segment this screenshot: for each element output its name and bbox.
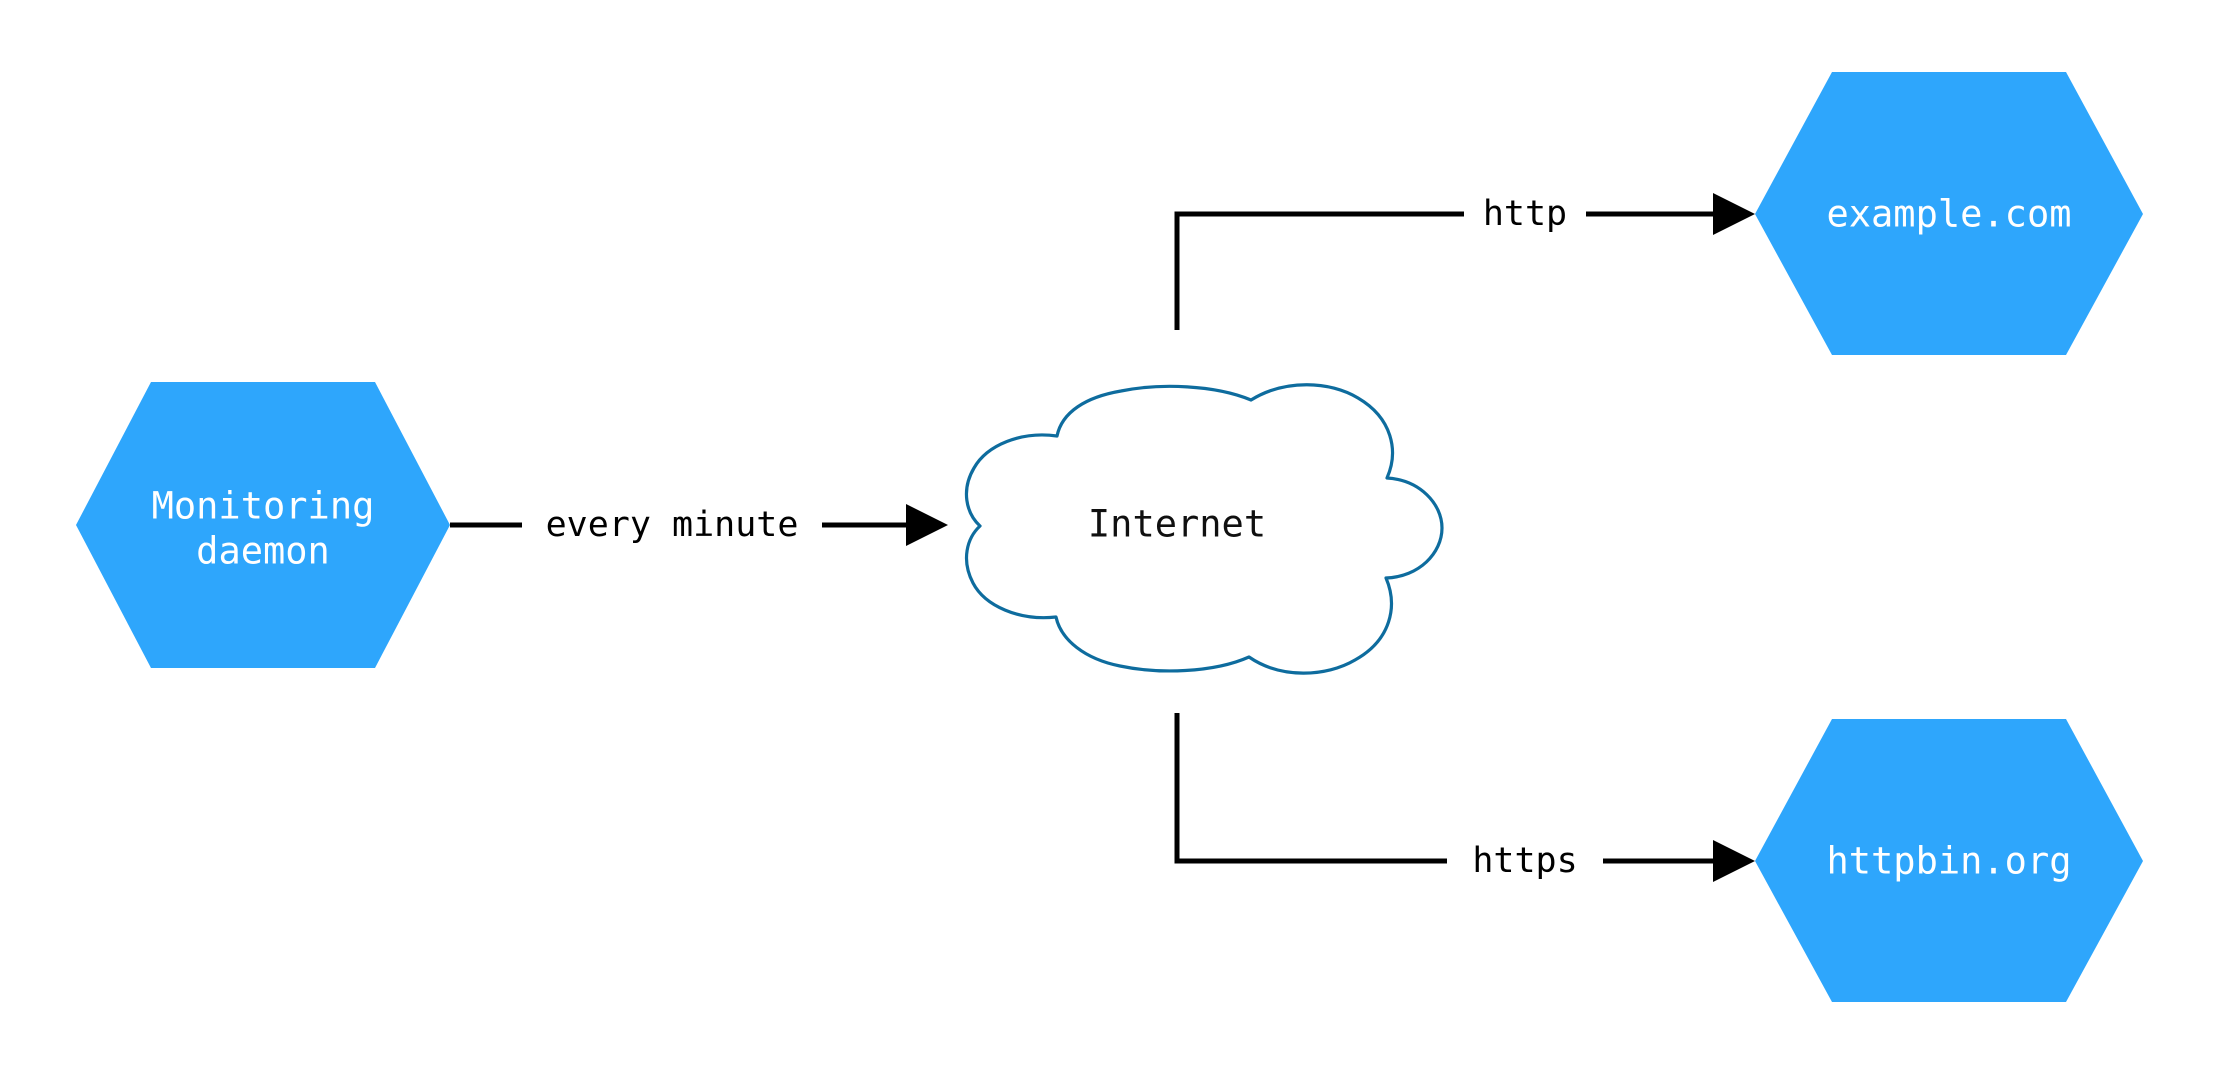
arrowhead-into-example-com [1713,193,1755,235]
hexagon-shape-httpbin-org [1755,719,2143,1002]
node-label-internet: Internet [1088,503,1266,546]
node-label-example-com: example.com [1826,193,2071,236]
arrowhead-into-httpbin-org [1713,840,1755,882]
arrowhead-into-internet [906,504,948,546]
edge-internet-to-httpbin-org[interactable]: https [1174,713,1755,882]
edge-segment-http-elbow [1174,211,1464,330]
hexagon-shape-example-com [1755,72,2143,355]
node-example-com[interactable]: example.com [1755,72,2143,355]
hexagon-shape-monitoring-daemon [76,382,450,668]
node-label-monitoring-daemon-line2: daemon [196,530,330,573]
edge-internet-to-example-com[interactable]: http [1174,193,1755,330]
edge-daemon-to-internet[interactable]: every minute [450,504,948,546]
edge-segment-https-elbow [1174,713,1447,864]
node-httpbin-org[interactable]: httpbin.org [1755,719,2143,1002]
edge-label-every-minute: every minute [546,505,799,545]
node-label-httpbin-org: httpbin.org [1826,840,2071,883]
edge-label-https: https [1472,841,1577,881]
node-monitoring-daemon[interactable]: Monitoring daemon [76,382,450,668]
node-internet[interactable]: Internet [964,383,1444,675]
edge-label-http: http [1483,194,1567,234]
cloud-shape-internet [964,383,1444,675]
node-label-monitoring-daemon-line1: Monitoring [152,485,375,528]
